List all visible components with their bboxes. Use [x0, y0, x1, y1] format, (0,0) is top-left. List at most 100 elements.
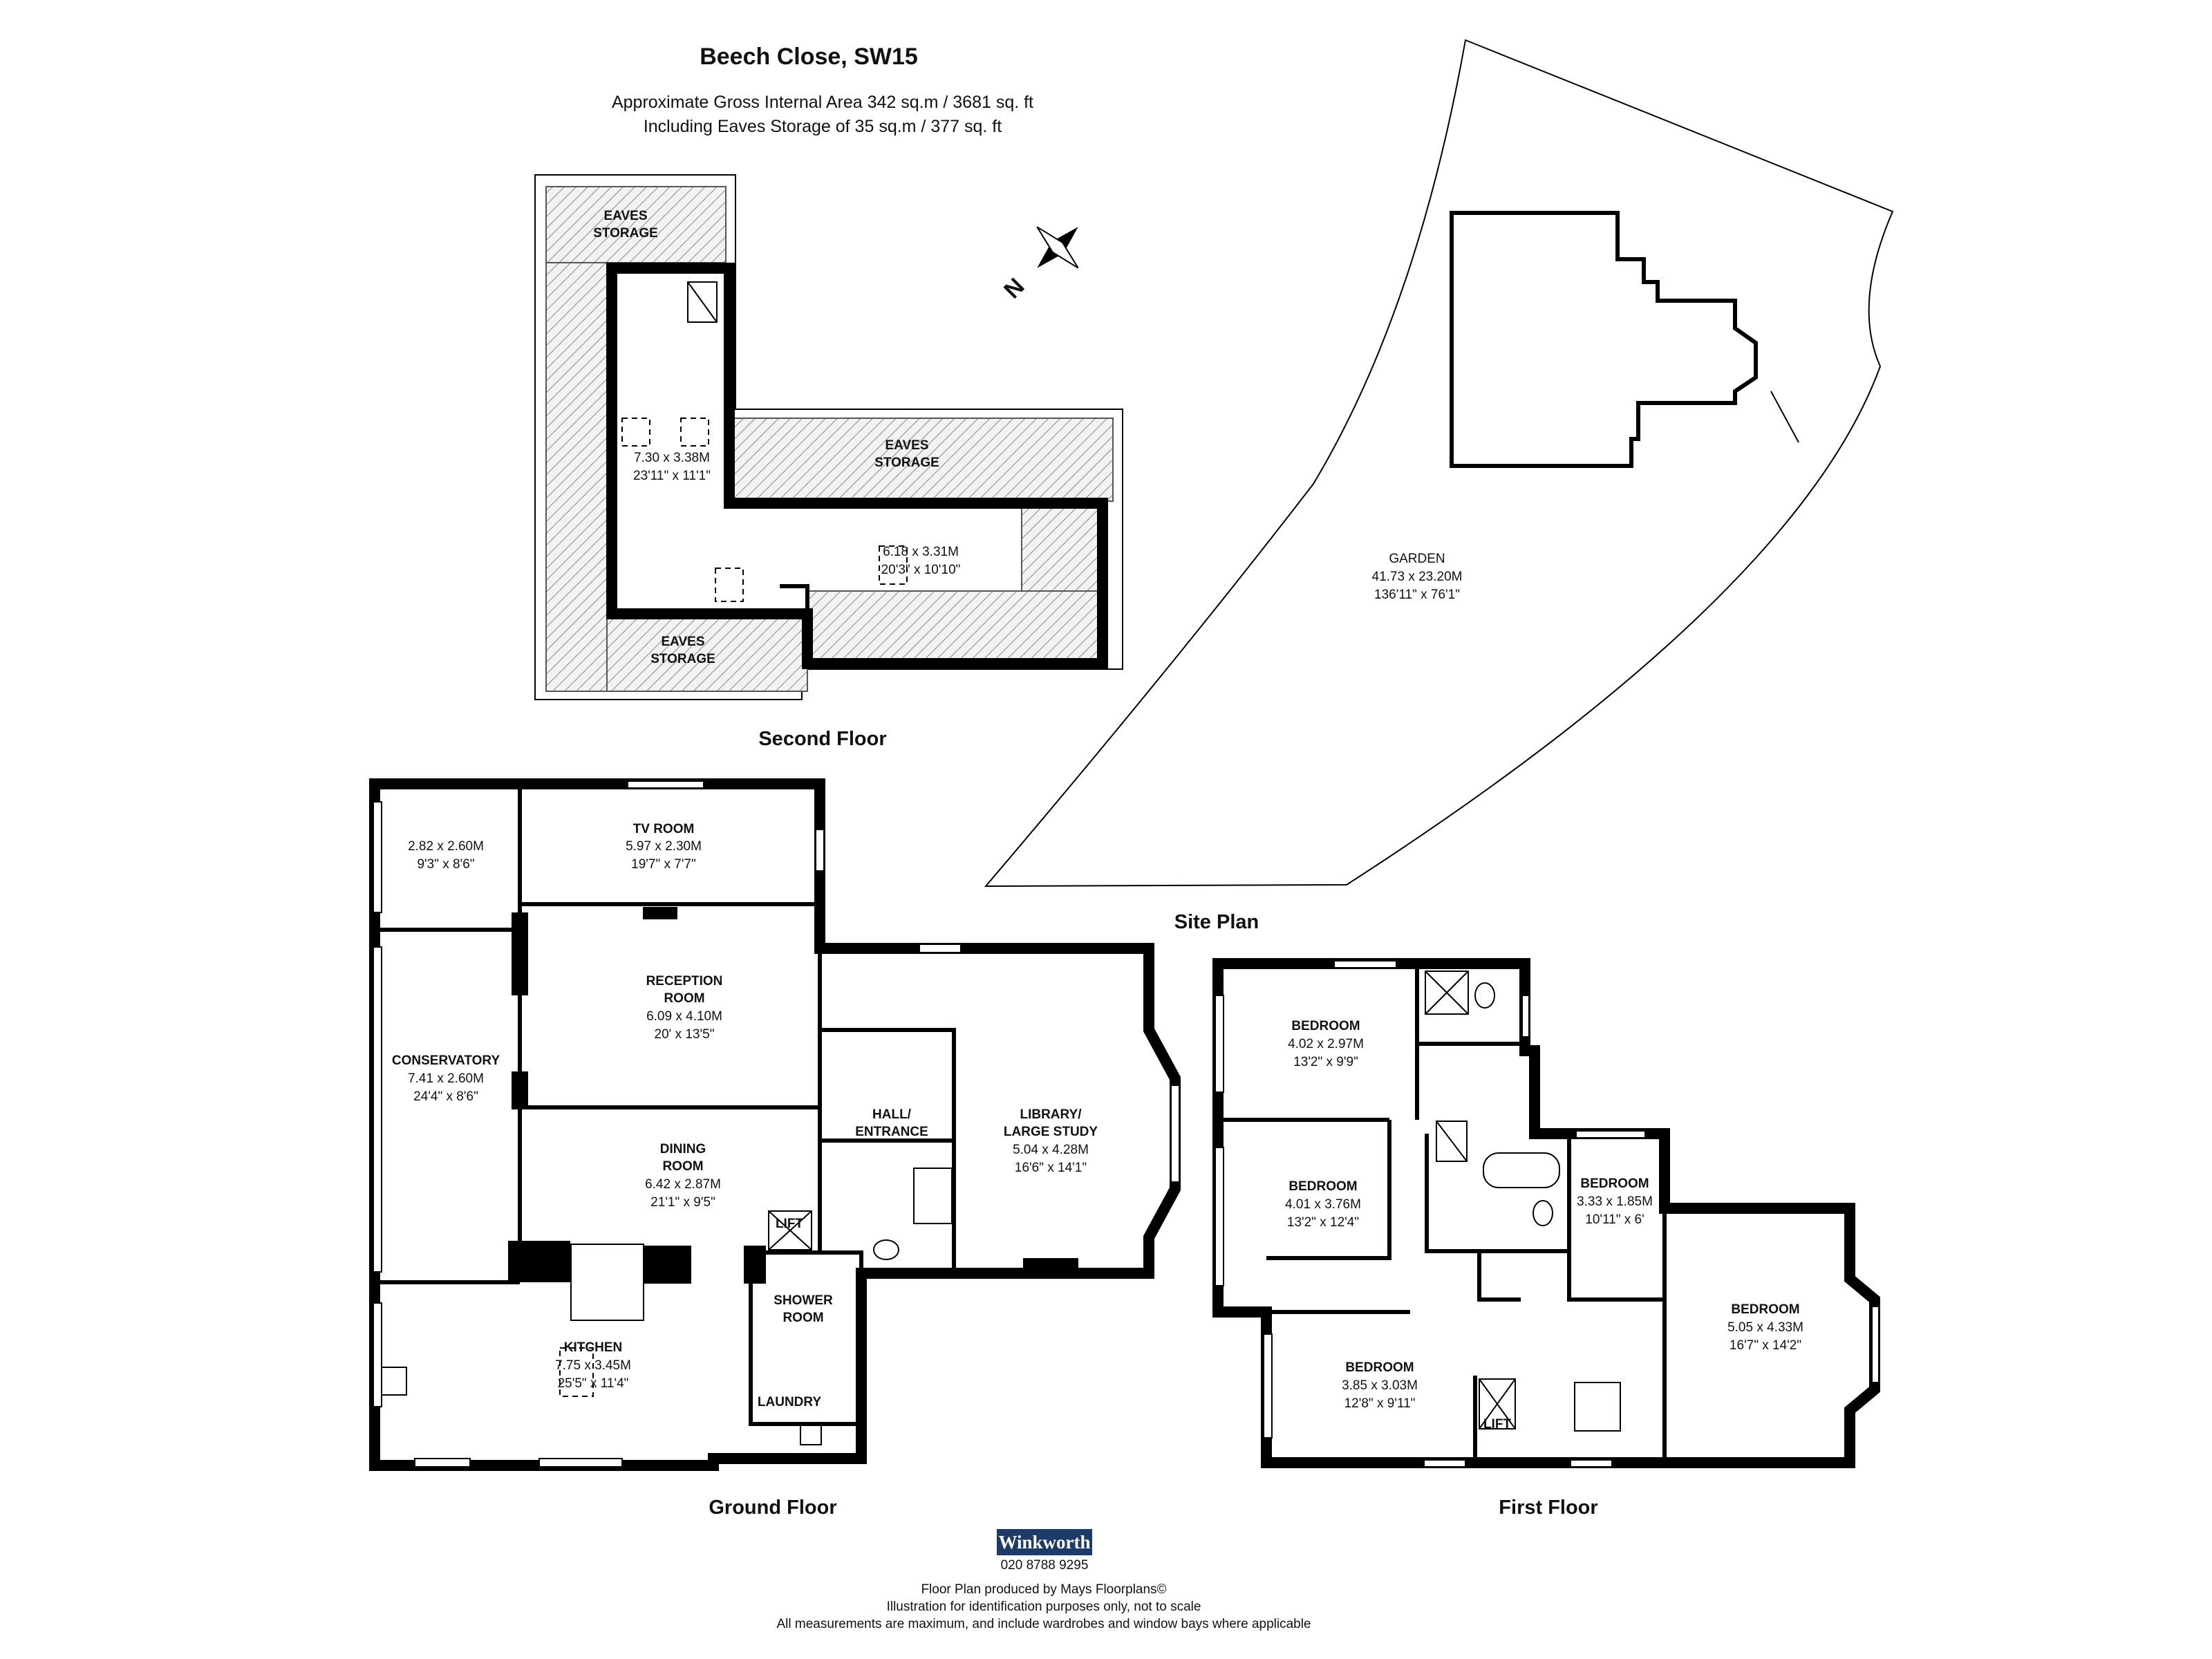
inner-wall [780, 584, 809, 614]
site-boundary [984, 39, 1894, 888]
room-dimension-metric: 3.33 x 1.85M [1577, 1194, 1653, 1209]
lift-shaft [768, 1210, 812, 1250]
room-dimension-imperial: 19'7" x 7'7" [631, 857, 696, 872]
wall-pier [643, 907, 677, 919]
window [1170, 1085, 1180, 1183]
room-name: LIBRARY/ [1020, 1107, 1082, 1122]
wc-icon [1474, 982, 1495, 1009]
inner-wall [820, 1028, 956, 1273]
room-dimension-metric: 6.18 x 3.31M [883, 545, 959, 559]
room-dimension-metric: 2.82 x 2.60M [408, 839, 484, 854]
site-plan: GARDEN 41.73 x 23.20M 136'11" x 76'1" Si… [984, 39, 1894, 933]
room-name: HALL/ [872, 1107, 912, 1122]
room-dimension-metric: 4.02 x 2.97M [1288, 1037, 1364, 1051]
floor-label: First Floor [1499, 1497, 1597, 1519]
eaves-storage-lower [808, 590, 1103, 661]
floor-label: Site Plan [1174, 911, 1259, 933]
inner-wall [1425, 1134, 1569, 1253]
sink-icon [381, 1367, 407, 1396]
room-name: ROOM [782, 1311, 823, 1325]
kitchen-island [559, 1347, 594, 1397]
garden-dimension-imperial: 136'11" x 76'1" [1374, 588, 1460, 602]
room-dimension-metric: 6.42 x 2.87M [645, 1177, 721, 1192]
chimney-breast [1023, 1258, 1078, 1273]
window [627, 780, 704, 789]
room-dimension-imperial: 13'2" x 12'4" [1287, 1215, 1359, 1230]
eaves-label: EAVES [603, 209, 647, 223]
garden-dimension-metric: 41.73 x 23.20M [1372, 570, 1463, 584]
room-name: SHOWER [774, 1293, 833, 1308]
inner-wall [1477, 1251, 1521, 1302]
bath-icon [1483, 1152, 1560, 1188]
first-floor-plan: BEDROOM 4.02 x 2.97M 13'2" x 9'9" BEDROO… [1212, 958, 1880, 1519]
eaves-storage-bottom [606, 618, 808, 692]
footer-credit: Floor Plan produced by Mays Floorplans© [921, 1582, 1166, 1597]
footer-measurements-note: All measurements are maximum, and includ… [776, 1617, 1311, 1631]
floor-label: Ground Floor [709, 1497, 836, 1519]
room-dimension-imperial: 24'4" x 8'6" [413, 1089, 478, 1104]
velux-window [680, 418, 709, 447]
room-dimension-metric: 7.41 x 2.60M [408, 1071, 484, 1086]
window [1423, 1459, 1466, 1468]
window [1215, 1147, 1224, 1286]
compass-cross-icon [1036, 226, 1079, 269]
header: Beech Close, SW15 Approximate Gross Inte… [612, 44, 1033, 136]
lift-shaft [1479, 1378, 1516, 1430]
floor-label: Second Floor [758, 728, 886, 750]
velux-window [621, 418, 650, 447]
window [815, 829, 825, 872]
room-dimension-imperial: 16'7" x 14'2" [1730, 1338, 1801, 1353]
window [373, 801, 382, 913]
room-name: ROOM [664, 991, 704, 1006]
stairs [913, 1168, 953, 1224]
footer-disclaimer: Illustration for identification purposes… [887, 1600, 1201, 1614]
window [1570, 1459, 1613, 1468]
inner-wall [751, 1250, 863, 1355]
stairs [1574, 1382, 1621, 1432]
room-name: KITCHEN [564, 1340, 622, 1355]
range-cooker [570, 1244, 644, 1321]
gross-area-text: Approximate Gross Internal Area 342 sq.m… [612, 93, 1033, 112]
room-dimension-imperial: 12'8" x 9'11" [1344, 1396, 1416, 1411]
house-footprint [1450, 211, 1758, 468]
logo-text: Winkworth [998, 1532, 1090, 1553]
room-name: BEDROOM [1291, 1019, 1360, 1033]
room-name: TV ROOM [633, 822, 695, 836]
window [1575, 1130, 1646, 1138]
room-dimension-imperial: 13'2" x 9'9" [1293, 1055, 1358, 1069]
room-name: BEDROOM [1580, 1177, 1649, 1191]
window [373, 1302, 382, 1407]
room-name: LIFT [1483, 1417, 1511, 1432]
window [1521, 995, 1530, 1038]
wc-icon [873, 1239, 899, 1260]
winkworth-logo [997, 1529, 1092, 1555]
skylight [1436, 1121, 1468, 1162]
eaves-label: STORAGE [593, 226, 658, 241]
window [1215, 995, 1224, 1093]
wc-icon [1533, 1200, 1553, 1226]
room-name: LIFT [776, 1217, 803, 1231]
room-dimension-imperial: 23'11" x 11'1" [633, 469, 711, 483]
room-dimension-metric: 5.04 x 4.28M [1013, 1143, 1089, 1157]
room-dimension-imperial: 10'11" x 6' [1585, 1212, 1644, 1227]
chimney-breast [643, 1246, 691, 1284]
room-name: RECEPTION [646, 974, 723, 988]
room-dimension-metric: 7.30 x 3.38M [634, 451, 710, 465]
eaves-area-text: Including Eaves Storage of 35 sq.m / 377… [644, 117, 1002, 136]
room-dimension-metric: 5.97 x 2.30M [626, 839, 702, 854]
room-dimension-metric: 6.09 x 4.10M [646, 1009, 722, 1024]
room-dimension-metric: 7.75 x 3.45M [555, 1358, 631, 1373]
second-floor-plan: EAVES STORAGE EAVES STORAGE EAVES STORAG… [534, 174, 1123, 750]
room-name: BEDROOM [1345, 1360, 1414, 1375]
shower-tray [1425, 971, 1469, 1015]
second-floor-outline [534, 174, 1123, 700]
ground-floor-plan: 2.82 x 2.60M 9'3" x 8'6" TV ROOM 5.97 x … [369, 778, 1181, 1519]
garden-label: GARDEN [1389, 552, 1445, 566]
wall-pier [512, 1071, 528, 1109]
room-dimension-imperial: 20' x 13'5" [655, 1027, 715, 1042]
eaves-storage-left [545, 262, 608, 692]
room-name: LAUNDRY [758, 1395, 822, 1409]
wall-pier [744, 1246, 766, 1284]
room-name: CONSERVATORY [392, 1053, 500, 1068]
inner-wall [1567, 1134, 1665, 1302]
